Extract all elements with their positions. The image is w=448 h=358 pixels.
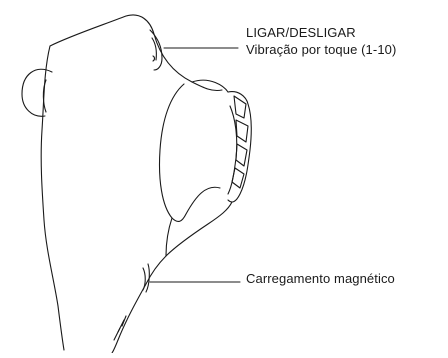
power-button-inner <box>151 37 157 61</box>
power-button-dot <box>152 55 156 62</box>
body-top-outline <box>49 14 223 92</box>
charging-label: Carregamento magnético <box>246 271 395 286</box>
power-button-outline <box>149 29 163 71</box>
handle-front-outline <box>111 255 167 354</box>
body-back-outline <box>40 45 65 351</box>
tongue-rib-2 <box>235 119 249 143</box>
charging-port-inner <box>142 267 146 291</box>
upper-wing-outline <box>191 79 229 93</box>
tongue-rib-3 <box>235 143 248 167</box>
tongue-outer-outline <box>227 91 252 203</box>
power-title-label: LIGAR/DESLIGAR <box>246 25 356 40</box>
tongue-rib-4 <box>231 167 245 189</box>
power-description-label: Vibração por toque (1-10) <box>246 42 397 57</box>
charging-port-outline <box>145 263 150 293</box>
tongue-rib-1 <box>233 95 247 119</box>
lower-wing-outline <box>165 201 233 257</box>
grip-detail-3 <box>113 327 121 341</box>
inner-loop-outline <box>159 83 221 223</box>
left-lobe-outline <box>21 68 53 117</box>
